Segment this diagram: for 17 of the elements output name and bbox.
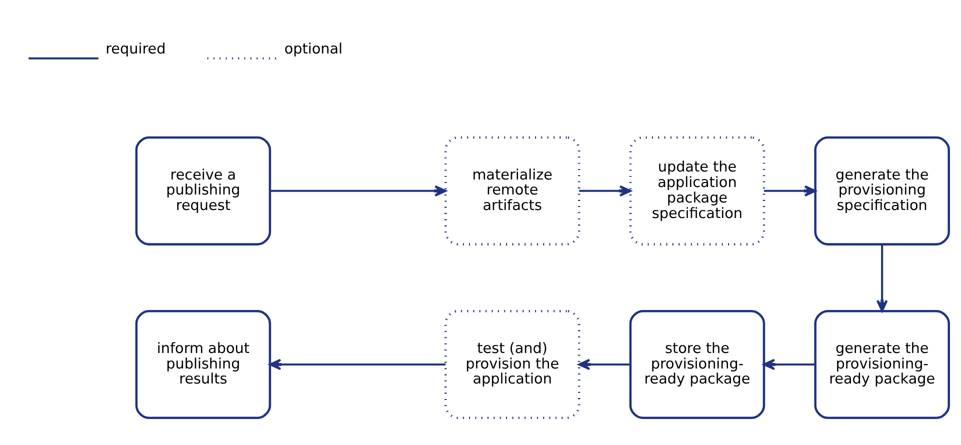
arrow <box>578 358 630 370</box>
node-box: test (and) provision the application <box>444 309 580 419</box>
node-box: materialize remote artifacts <box>444 136 580 245</box>
node-box: store the provisioning-ready package <box>629 309 766 419</box>
node-box: update the application package specification <box>629 136 766 245</box>
legend-label: required <box>106 40 166 57</box>
arrow <box>269 358 446 370</box>
arrow <box>579 184 632 196</box>
node-box: generate the provisioning specification <box>814 136 950 245</box>
arrow <box>762 358 816 370</box>
arrow <box>270 184 447 196</box>
node-box: receive a publishing request <box>135 136 272 245</box>
arrow <box>764 184 816 196</box>
node-box: inform about publishing results <box>135 309 272 419</box>
node-box: generate the provisioning-ready package <box>814 309 950 419</box>
legend-label: optional <box>284 40 343 57</box>
arrow <box>876 244 888 312</box>
